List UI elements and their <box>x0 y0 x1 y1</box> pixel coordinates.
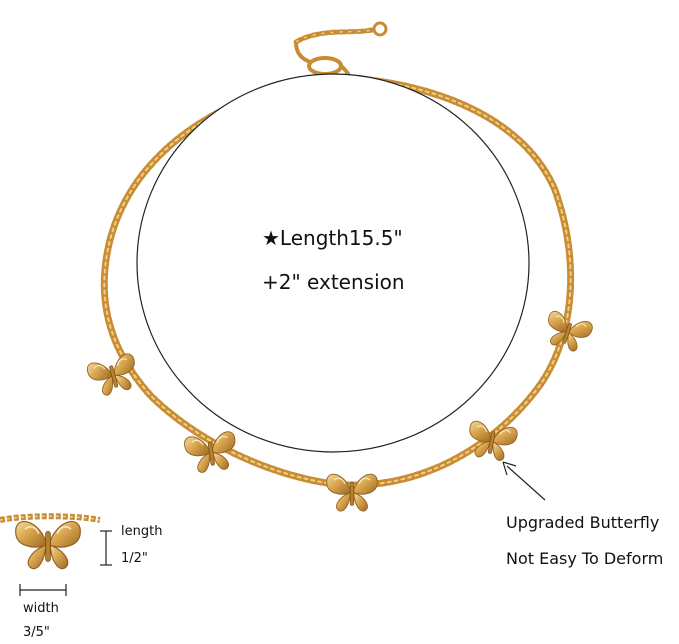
length-label: ★Length15.5" <box>262 226 403 250</box>
detail-length-label: length <box>121 524 163 539</box>
feature-line-1: Upgraded Butterfly <box>506 513 660 532</box>
center-circle <box>136 73 530 453</box>
detail-width-label: width <box>23 601 59 616</box>
dimension-marker-icon <box>19 530 112 596</box>
detail-butterfly-icon <box>0 513 101 570</box>
extension-label: +2" extension <box>262 270 405 294</box>
arrow-icon <box>502 461 546 501</box>
detail-length-value: 1/2" <box>121 551 148 566</box>
extension-chain-icon <box>293 21 388 81</box>
detail-width-value: 3/5" <box>23 625 50 640</box>
feature-line-2: Not Easy To Deform <box>506 549 664 568</box>
